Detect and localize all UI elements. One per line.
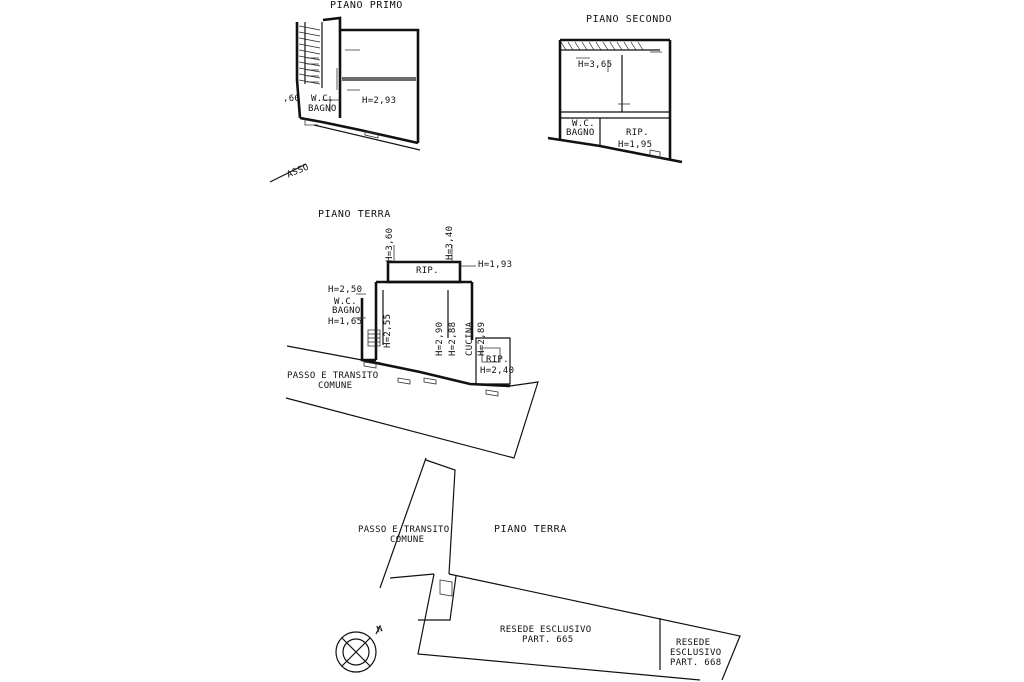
h-kitchen-2: H=2,88 [448,321,458,356]
piano-secondo-bath-label-2: BAGNO [566,128,595,138]
piano-terra-bath-label-1: W.C. [334,297,357,307]
resede-2-line1: RESEDE [676,638,711,648]
piano-primo-side-dim: ,60 [283,94,301,104]
resede-2-line2: ESCLUSIVO [670,648,722,658]
piano-secondo-bath-label-1: W.C. [572,119,595,129]
piano-primo-height: H=2,93 [362,96,397,106]
h-rip-left: H=3,60 [385,227,395,262]
piano-primo-bath-label-1: W.C. [311,94,334,104]
piano-secondo-rip-label: RIP. [626,128,649,138]
resede-1-line1: RESEDE ESCLUSIVO [500,625,592,635]
building-passage-label-1: PASSO E TRANSITO [287,371,379,381]
piano-primo-staircase [295,22,323,119]
h-bath-bottom: H=1,65 [328,317,363,327]
piano-terra-rip2-label: RIP. [486,355,509,365]
h-rip-right: H=3,40 [445,225,455,260]
piano-secondo-title: PIANO SECONDO [586,14,673,25]
kitchen-label: CUCINA [465,321,475,356]
piano-terra-rip2-height: H=2,40 [480,366,515,376]
h-kitchen-3: H=2,89 [477,321,487,356]
h-rip-side: H=1,93 [478,260,513,270]
h-stair: H=2,55 [383,313,393,348]
piano-secondo-plan [547,38,683,164]
h-kitchen-1: H=2,90 [435,321,445,356]
street-edge-fragment [269,163,307,183]
site-passage-label-2: COMUNE [390,535,425,545]
piano-terra-site-plan [335,457,741,681]
piano-terra-building-title: PIANO TERRA [318,209,391,220]
site-passage-label-1: PASSO E TRANSITO [358,525,450,535]
piano-primo-title: PIANO PRIMO [330,0,403,11]
piano-terra-bath-label-2: BAGNO [332,306,361,316]
resede-1-line2: PART. 665 [522,635,574,645]
piano-secondo-rip-height: H=1,95 [618,140,653,150]
resede-2-line3: PART. 668 [670,658,722,668]
piano-terra-site-title: PIANO TERRA [494,524,567,535]
piano-primo-plan [295,16,421,151]
h-bath-top: H=2,50 [328,285,363,295]
piano-secondo-height: H=3,65 [578,60,613,70]
piano-terra-building-plan [285,245,539,459]
piano-primo-bath-label-2: BAGNO [308,104,337,114]
piano-terra-rip-label: RIP. [416,266,439,276]
compass-icon [335,625,381,673]
building-passage-label-2: COMUNE [318,381,353,391]
